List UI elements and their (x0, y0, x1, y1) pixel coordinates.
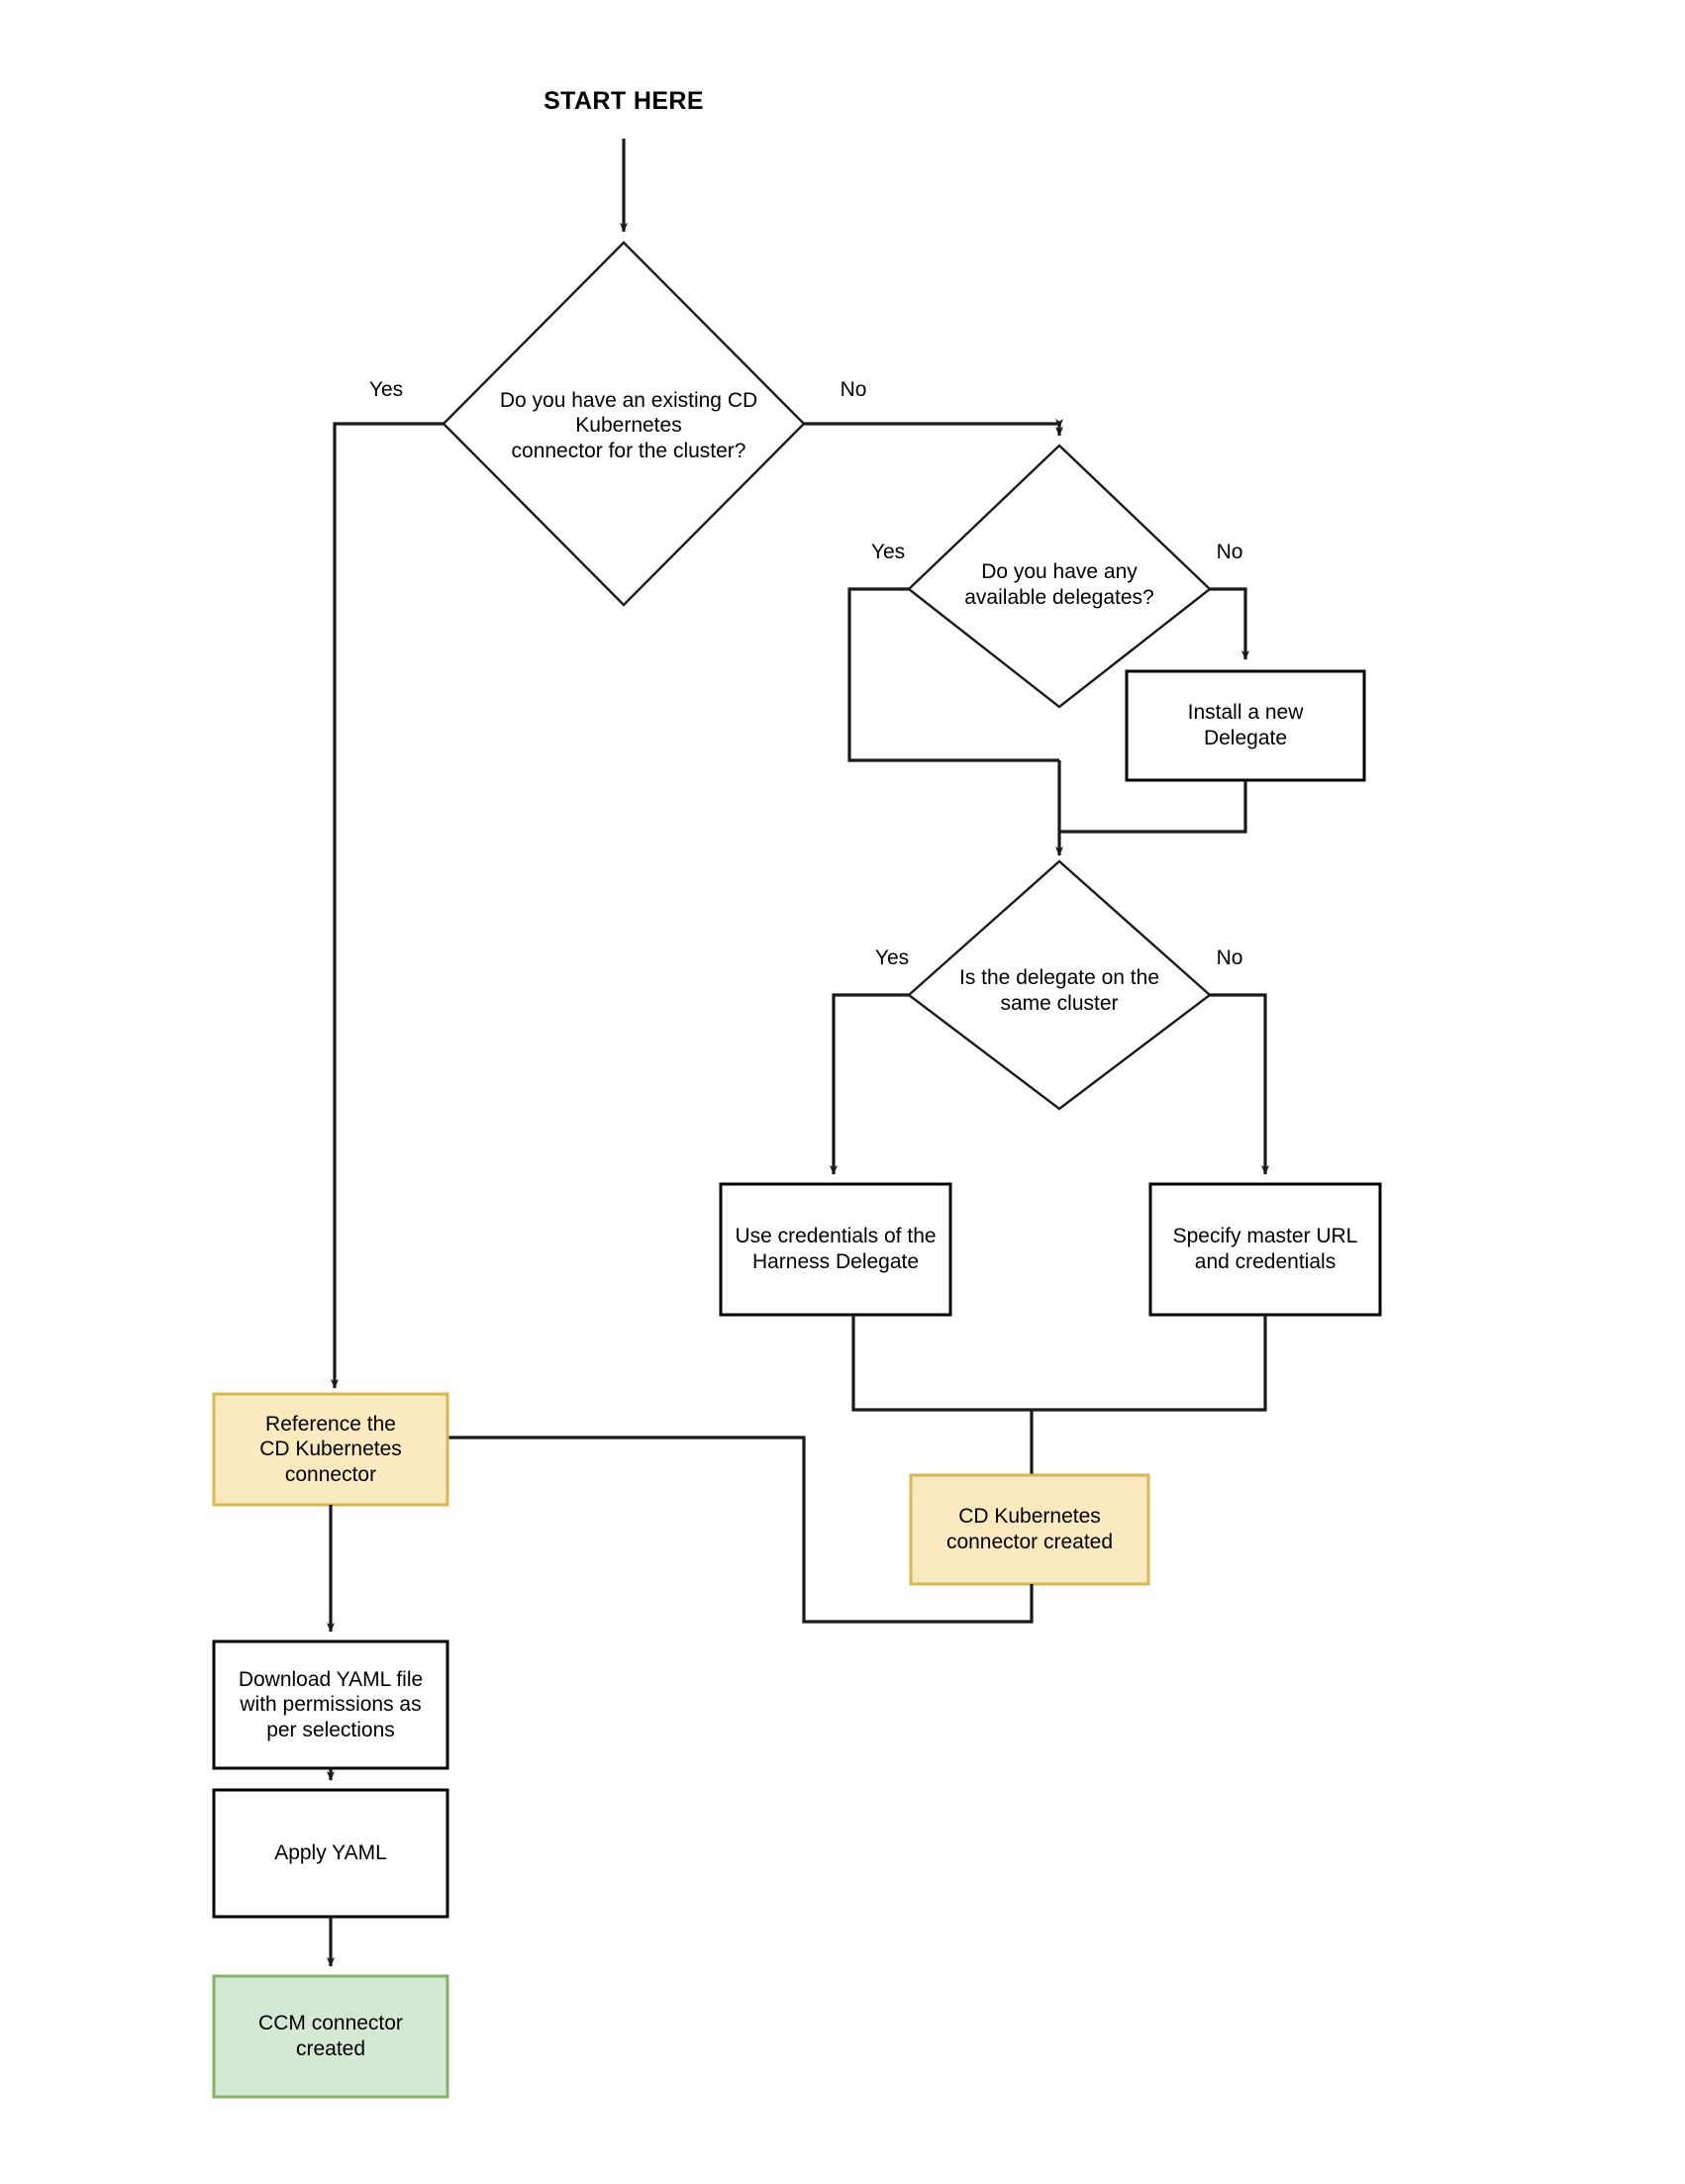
edge-install-to-merge (1059, 780, 1247, 834)
edge-cd-connector-to-reference (336, 1434, 1034, 1624)
shape-decision-same-cluster (907, 859, 1212, 1111)
edge-label-delegates-no: No (1216, 541, 1243, 563)
edge-label-delegates-yes: Yes (870, 541, 906, 563)
shape-cd-connector-created (909, 1473, 1150, 1586)
start-here-label: START HERE (544, 87, 704, 115)
shape-decision-available-delegates (907, 444, 1212, 709)
edge-decision2-no (1210, 587, 1249, 660)
edge-decision3-yes (830, 993, 909, 1175)
edge-usecreds-to-merge (851, 1315, 1032, 1412)
shape-install-delegate (1125, 669, 1366, 782)
edge-decision2-yes (847, 587, 1059, 762)
shape-apply-yaml (212, 1788, 449, 1919)
edge-label-same-cluster-yes: Yes (874, 946, 910, 969)
shape-ccm-connector-created (212, 1974, 449, 2099)
shape-decision-existing-connector (442, 241, 806, 607)
edge-label-existing-yes: Yes (368, 378, 404, 401)
edge-label-existing-no: No (840, 378, 867, 401)
edge-decision1-no (804, 419, 1063, 429)
shape-use-delegate-credentials (719, 1182, 952, 1317)
shape-specify-master-url (1148, 1182, 1382, 1317)
edge-label-same-cluster-no: No (1216, 946, 1243, 969)
edge-decision1-yes (331, 422, 444, 1389)
edge-masterurl-to-merge (1032, 1315, 1267, 1412)
shape-reference-cd-connector (212, 1392, 449, 1507)
shape-download-yaml (212, 1639, 449, 1770)
edge-decision3-no (1210, 993, 1269, 1175)
